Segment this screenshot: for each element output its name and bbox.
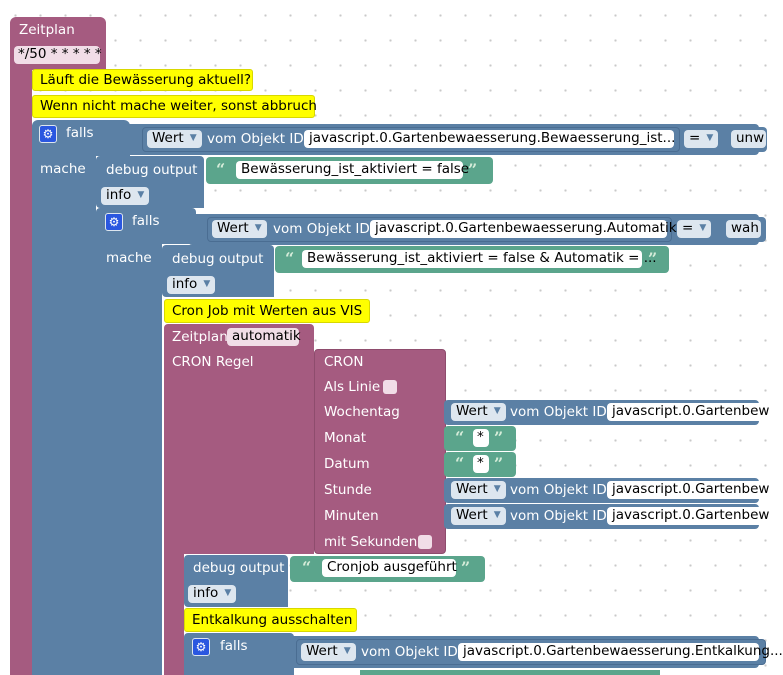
schedule-label: Zeitplan: [19, 22, 75, 38]
operator-dropdown[interactable]: =▼: [684, 130, 719, 148]
text-field[interactable]: *: [473, 429, 489, 447]
debug-label: debug output: [193, 560, 285, 576]
object-id-field[interactable]: javascript.0.Gartenbewaesserung.Entkalku…: [458, 643, 783, 661]
quote-open-icon: “: [455, 454, 465, 473]
quote-close-icon: ”: [494, 428, 504, 447]
object-id-field[interactable]: javascript.0.Gartenbew: [607, 403, 769, 421]
log-level-dropdown[interactable]: info▼: [167, 276, 216, 294]
object-id-label: vom Objekt ID: [273, 221, 370, 237]
comment-block[interactable]: Entkalkung ausschalten: [184, 608, 357, 632]
value-dropdown[interactable]: Wert▼: [147, 130, 202, 148]
object-id-label: vom Objekt ID: [510, 508, 607, 524]
if-label: falls: [66, 125, 94, 141]
text-block-partial[interactable]: [360, 670, 660, 675]
object-id-field[interactable]: javascript.0.Gartenbewaesserung.Bewaesse…: [304, 130, 675, 148]
object-id-field[interactable]: javascript.0.Gartenbew: [607, 507, 769, 525]
schedule-label: Zeitplan: [172, 329, 228, 345]
do-label: mache: [40, 161, 86, 177]
debug-label: debug output: [172, 251, 264, 267]
object-id-label: vom Objekt ID: [207, 131, 304, 147]
quote-close-icon: ”: [648, 249, 658, 268]
minutes-label: Minuten: [324, 508, 379, 524]
value-dropdown[interactable]: Wert▼: [212, 220, 267, 238]
comment-block[interactable]: Wenn nicht mache weiter, sonst abbruch: [32, 95, 317, 118]
quote-close-icon: ”: [461, 558, 471, 577]
comment-text: Wenn nicht mache weiter, sonst abbruch: [40, 98, 317, 114]
text-field[interactable]: Bewässerung_ist_aktiviert = false: [236, 161, 469, 179]
with-seconds-label: mit Sekunden: [324, 534, 418, 550]
if-block-body: [32, 150, 96, 675]
cron-rule-label: CRON Regel: [172, 354, 254, 370]
if-label: falls: [220, 638, 248, 654]
schedule-block-body: [164, 550, 184, 675]
value-dropdown[interactable]: Wert▼: [451, 403, 506, 421]
operator-dropdown[interactable]: =▼: [677, 220, 712, 238]
schedule-pattern-field[interactable]: */50 * * * * *: [14, 46, 102, 64]
object-id-label: vom Objekt ID: [510, 482, 607, 498]
debug-label: debug output: [106, 162, 198, 178]
quote-open-icon: “: [216, 160, 226, 179]
date-label: Datum: [324, 456, 370, 472]
as-line-label: Als Linie: [324, 379, 381, 395]
comment-text: Cron Job mit Werten aus VIS: [172, 303, 363, 319]
schedule-name-field[interactable]: automatik: [227, 328, 301, 346]
log-level-dropdown[interactable]: info▼: [101, 187, 150, 205]
rhs-dropdown[interactable]: unw: [731, 130, 767, 148]
comment-text: Entkalkung ausschalten: [192, 612, 353, 628]
month-label: Monat: [324, 430, 367, 446]
quote-open-icon: “: [285, 249, 295, 268]
if-block-body: [96, 240, 162, 675]
schedule-block-body: [10, 60, 32, 675]
if-label: falls: [132, 213, 160, 229]
rhs-dropdown[interactable]: wah: [726, 220, 761, 238]
as-line-checkbox[interactable]: [383, 380, 397, 394]
value-dropdown[interactable]: Wert▼: [301, 643, 356, 661]
object-id-field[interactable]: javascript.0.Gartenbew: [607, 481, 769, 499]
do-label: mache: [106, 250, 152, 266]
schedule-block[interactable]: [164, 324, 314, 554]
hour-label: Stunde: [324, 482, 372, 498]
quote-open-icon: “: [302, 558, 312, 577]
cron-title: CRON: [324, 354, 364, 370]
with-seconds-checkbox[interactable]: [418, 535, 432, 549]
quote-open-icon: “: [455, 428, 465, 447]
text-field[interactable]: *: [473, 455, 489, 473]
gear-icon[interactable]: ⚙: [39, 125, 57, 143]
text-field[interactable]: Cronjob ausgeführt: [322, 559, 457, 577]
comment-text: Läuft die Bewässerung aktuell?: [40, 72, 252, 88]
weekday-label: Wochentag: [324, 404, 400, 420]
value-dropdown[interactable]: Wert▼: [451, 481, 506, 499]
gear-icon[interactable]: ⚙: [105, 213, 123, 231]
gear-icon[interactable]: ⚙: [192, 638, 210, 656]
quote-close-icon: ”: [494, 454, 504, 473]
value-dropdown[interactable]: Wert▼: [451, 507, 506, 525]
object-id-label: vom Objekt ID: [361, 644, 458, 660]
object-id-label: vom Objekt ID: [510, 404, 607, 420]
text-field[interactable]: Bewässerung_ist_aktiviert = false & Auto…: [302, 250, 657, 268]
comment-block[interactable]: Cron Job mit Werten aus VIS: [164, 299, 370, 323]
comment-block[interactable]: Läuft die Bewässerung aktuell?: [32, 69, 253, 91]
cron-block[interactable]: [314, 349, 446, 554]
object-id-field[interactable]: javascript.0.Gartenbewaesserung.Automati…: [370, 220, 677, 238]
quote-close-icon: ”: [468, 160, 478, 179]
log-level-dropdown[interactable]: info▼: [188, 585, 237, 603]
